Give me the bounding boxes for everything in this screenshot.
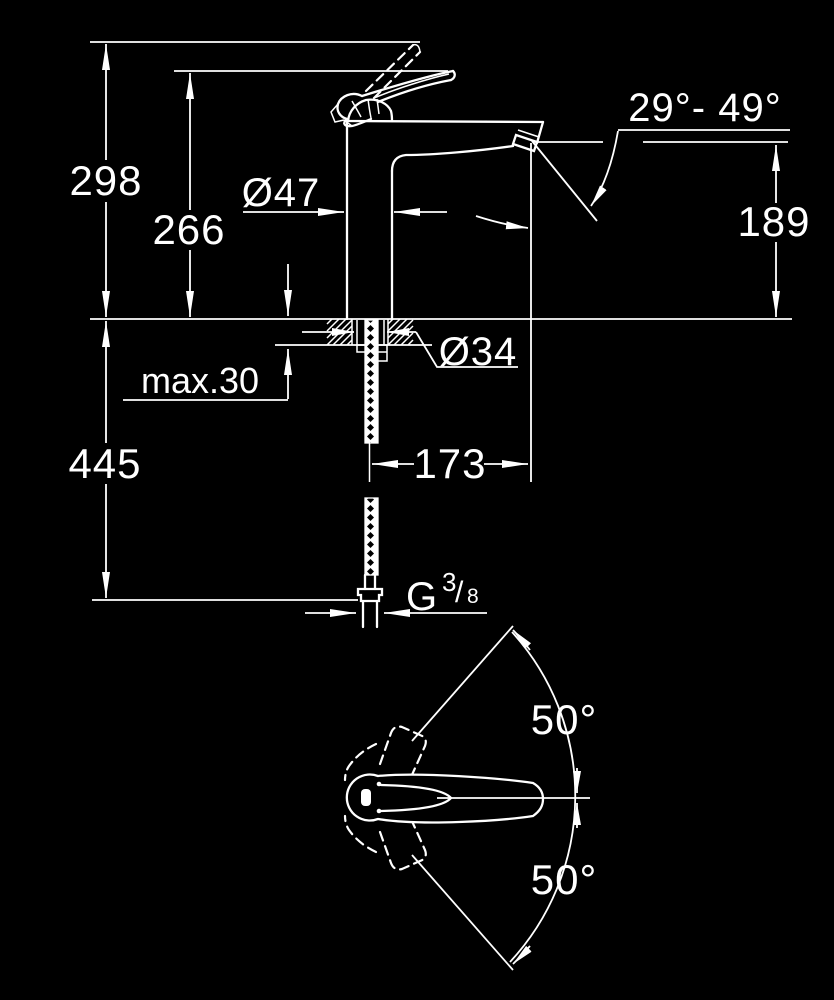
- dim-spout-reach-label: 173: [413, 440, 486, 487]
- angle-arc-lower: [475, 215, 529, 230]
- faucet-outline: [330, 43, 545, 321]
- hose-end-tube: [361, 599, 379, 629]
- dim-shank-diameter-label: Ø34: [439, 330, 518, 374]
- swing-arc-arrow-top: [512, 629, 532, 651]
- spout-top-edge: [345, 119, 545, 124]
- thread-size-label: G 3 / 8: [406, 567, 479, 619]
- handle-rotated-upper-dashed: [378, 725, 427, 779]
- thread-numerator: 3: [442, 567, 456, 597]
- lever-inner-detail: [351, 98, 380, 119]
- hose-braid-upper: [364, 319, 379, 444]
- handle-rotated-lower-cap-dashed: [343, 814, 378, 854]
- cartridge-dome: [346, 98, 394, 123]
- handle-cap-marker: [361, 789, 371, 806]
- dim-d34-leader: [415, 331, 518, 368]
- dim-overall-height-label: 298: [69, 157, 142, 204]
- dim-under-deck-height-label: 445: [68, 440, 141, 487]
- hose-tube: [363, 573, 377, 591]
- handle-cap-dot-lower: [376, 808, 382, 814]
- hose-nut: [356, 587, 384, 603]
- angle-arc-upper: [590, 130, 619, 207]
- swing-angle-upper-label: 50°: [531, 696, 598, 743]
- dimension-annotations: [90, 41, 790, 617]
- lever-tip: [449, 69, 456, 82]
- swing-fan-line-upper: [411, 625, 514, 742]
- lever-mid-line: [373, 73, 450, 99]
- handle-swivel-top-view: 50° 50°: [343, 625, 598, 971]
- swing-arc-arrow-bottom: [512, 945, 532, 965]
- lever-bottom-edge: [376, 78, 453, 104]
- spout-bottom-edge: [390, 144, 515, 173]
- aerator-strip: [517, 129, 540, 138]
- lever-top-edge: [360, 69, 455, 98]
- swing-fan-line-lower: [411, 854, 514, 971]
- lever-raised-tip: [412, 43, 421, 53]
- handle-cap-dot-upper: [376, 781, 382, 787]
- shank-walls: [356, 320, 385, 345]
- thread-denominator: 8: [467, 585, 479, 608]
- aerator: [511, 133, 539, 153]
- swing-angle-lower-label: 50°: [531, 856, 598, 903]
- handle-rotated-upper-cap-dashed: [343, 742, 378, 782]
- spout-tip-edge: [535, 120, 545, 145]
- thread-slash: /: [455, 576, 464, 609]
- dim-stream-angle-label: 29°- 49°: [628, 86, 781, 130]
- lever-rear-detail: [330, 103, 353, 127]
- dim-body-diameter-label: Ø47: [242, 171, 321, 215]
- side-elevation-view: 298 266 Ø47 29°- 49° 189 max.30 Ø34 445 …: [68, 41, 810, 629]
- handle-rotated-lower-dashed: [378, 817, 427, 871]
- lever-rear: [336, 92, 373, 128]
- hose-braid-lower: [364, 497, 379, 576]
- supply-hose: [356, 319, 384, 629]
- thread-prefix: G: [406, 575, 437, 619]
- stream-direction-line: [531, 140, 598, 222]
- dim-outlet-height-label: 189: [737, 198, 810, 245]
- lever-raised-position-dashed: [364, 43, 422, 100]
- dim-spout-height-label: 266: [152, 206, 225, 253]
- dim-deck-thickness-label: max.30: [141, 360, 259, 401]
